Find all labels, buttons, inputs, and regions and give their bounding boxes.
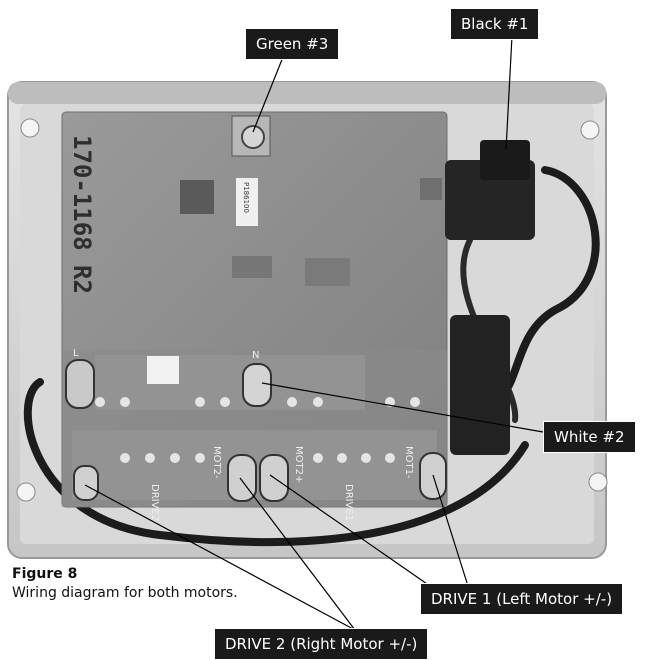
figure-description: Wiring diagram for both motors.	[12, 585, 238, 601]
mount-hole-br	[588, 472, 608, 492]
terminal-pin	[337, 453, 347, 463]
callout-green: Green #3	[245, 28, 340, 60]
terminal-strip-upper	[95, 355, 365, 410]
drive2-left-spade	[73, 465, 99, 501]
terminal-pin	[120, 397, 130, 407]
terminal-pin	[195, 397, 205, 407]
l-terminal-label: L	[73, 348, 79, 359]
serial-sticker-label: P186100	[242, 182, 250, 213]
mot1-minus-label: MOT1-	[403, 446, 414, 479]
callout-drive2: DRIVE 2 (Right Motor +/-)	[214, 628, 429, 660]
leader-drive1-plus	[269, 474, 431, 587]
terminal-pin	[170, 453, 180, 463]
figure-title: Figure 8	[12, 566, 78, 582]
leader-drive2-left	[84, 484, 356, 631]
leader-white	[261, 382, 544, 433]
terminal-pin	[385, 453, 395, 463]
drive2-label: DRIVE2	[149, 484, 160, 521]
white-sticker	[147, 356, 179, 384]
terminal-pin	[120, 453, 130, 463]
pad-square	[420, 178, 442, 200]
callout-white: White #2	[543, 421, 636, 453]
terminal-pin	[313, 453, 323, 463]
terminal-pin	[361, 453, 371, 463]
n-terminal-label: N	[252, 350, 259, 361]
terminal-pin	[195, 453, 205, 463]
l-terminal-connector	[65, 359, 95, 409]
callout-drive1: DRIVE 1 (Left Motor +/-)	[420, 583, 624, 615]
terminal-pin	[95, 397, 105, 407]
terminal-pin	[287, 397, 297, 407]
green-ground-screw	[241, 125, 265, 149]
callout-black: Black #1	[450, 8, 540, 40]
mot2-plus-label: MOT2+	[293, 446, 304, 483]
black-wire-right	[501, 166, 600, 396]
leader-drive1-minus	[432, 474, 469, 587]
mount-hole-tl	[20, 118, 40, 138]
mount-hole-tr	[580, 120, 600, 140]
terminal-pin	[145, 453, 155, 463]
leader-green	[252, 51, 286, 133]
terminal-pin	[410, 397, 420, 407]
motor-connector	[450, 315, 510, 455]
terminal-pin	[313, 397, 323, 407]
mount-hole-bl	[16, 482, 36, 502]
chip-2	[232, 256, 272, 278]
enclosure-top-rim	[8, 82, 606, 104]
chip-3	[305, 258, 350, 286]
serial-sticker	[236, 178, 258, 226]
white-n-terminal	[242, 363, 272, 407]
chip-1	[180, 180, 214, 214]
terminal-pin	[220, 397, 230, 407]
mot2-minus-label: MOT2-	[211, 446, 222, 479]
leader-black	[505, 35, 513, 151]
part-number-label: 170-1168 R2	[68, 135, 96, 294]
leader-drive2-right	[239, 477, 356, 631]
black-connector-plug	[480, 140, 530, 180]
drive1-label: DRIVE1	[343, 484, 354, 521]
